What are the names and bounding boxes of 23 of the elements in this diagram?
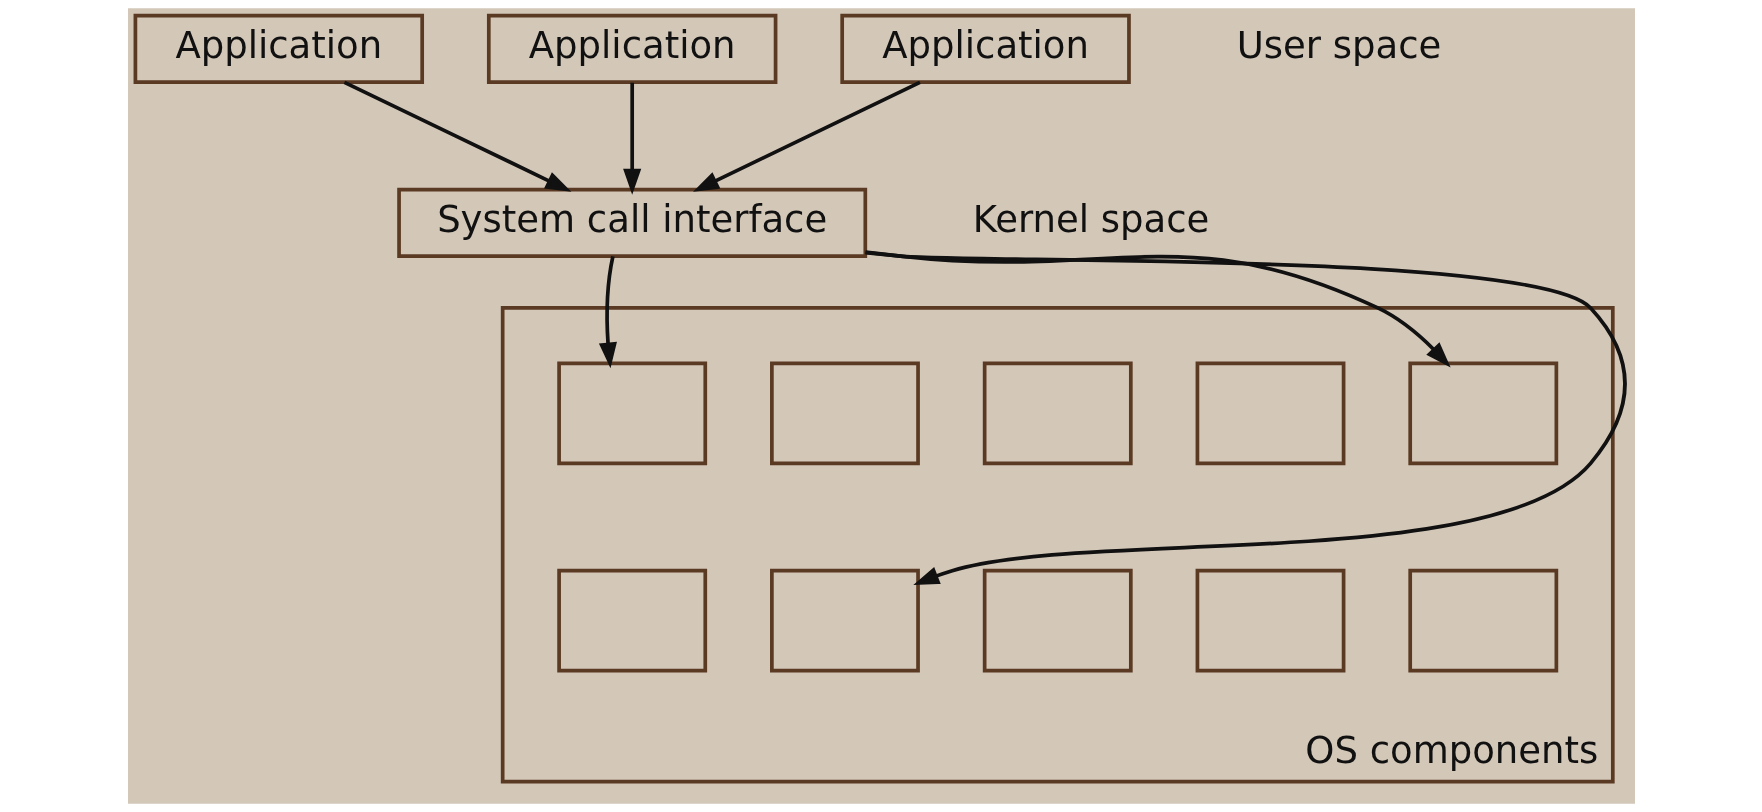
- node-box: [1195, 568, 1345, 673]
- arrow: [864, 250, 1627, 585]
- node-box: Application: [133, 13, 424, 85]
- node-box: System call interface: [396, 187, 867, 258]
- node-box: [982, 361, 1133, 466]
- label: User space: [1236, 24, 1441, 68]
- node-box: [556, 361, 707, 466]
- node-box: [769, 361, 920, 466]
- node-box: [556, 568, 707, 673]
- arrow: [692, 80, 921, 192]
- node-box: [1195, 361, 1345, 466]
- arrow: [864, 250, 1451, 368]
- arrow: [598, 256, 617, 369]
- node-box: Application: [839, 13, 1131, 85]
- node-box: Application: [486, 13, 777, 85]
- cluster: OS components: [500, 306, 1615, 784]
- label: Kernel space: [972, 198, 1209, 242]
- arrow: [622, 82, 641, 195]
- arrow: [343, 80, 571, 192]
- node-box: [982, 568, 1133, 673]
- node-box: [769, 568, 920, 673]
- node-box: [1407, 361, 1558, 466]
- node-box: [1407, 568, 1558, 673]
